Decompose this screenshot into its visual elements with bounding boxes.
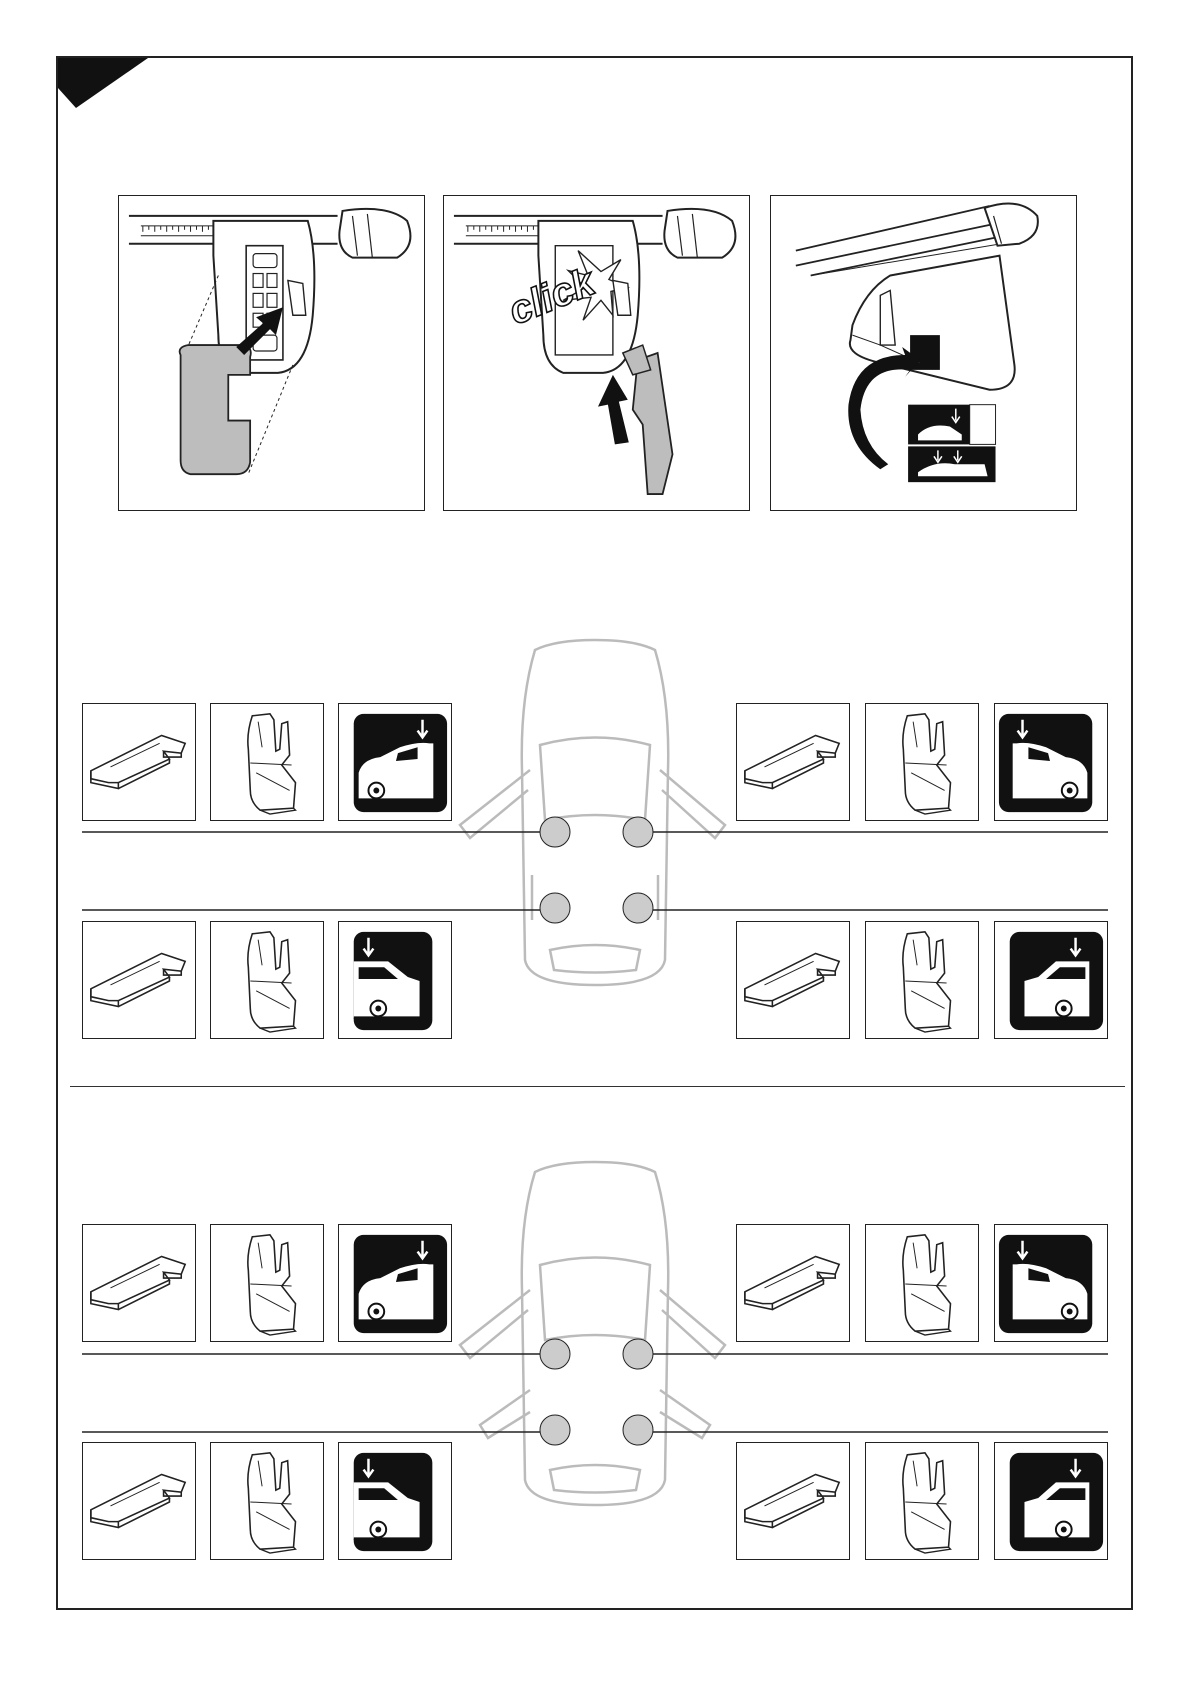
bracket-icon	[865, 1224, 979, 1342]
car-position-icon	[994, 1442, 1108, 1560]
bracket-icon	[210, 703, 324, 821]
step-panel-click-bracket: click	[443, 195, 750, 511]
step-panel-attach-pad	[118, 195, 425, 511]
rubber-pad-icon	[82, 1224, 196, 1342]
rubber-pad-icon	[736, 1442, 850, 1560]
rubber-pad-icon	[82, 1442, 196, 1560]
bracket-icon	[865, 921, 979, 1039]
car-position-icon	[338, 1442, 452, 1560]
car-position-icon	[338, 703, 452, 821]
rubber-pad-icon	[736, 1224, 850, 1342]
rubber-pad-icon	[82, 921, 196, 1039]
bracket-icon	[865, 1442, 979, 1560]
corner-tab-marker	[58, 58, 148, 108]
rubber-pad-icon	[736, 703, 850, 821]
step-panel-fit-foot	[770, 195, 1077, 511]
car-position-icon	[338, 921, 452, 1039]
car-position-icon	[994, 703, 1108, 821]
bracket-icon	[865, 703, 979, 821]
rubber-pad-icon	[82, 703, 196, 821]
bracket-icon	[210, 921, 324, 1039]
car-position-icon	[994, 1224, 1108, 1342]
rubber-pad-icon	[736, 921, 850, 1039]
bracket-icon	[210, 1442, 324, 1560]
section-divider	[70, 1086, 1125, 1087]
car-position-icon	[994, 921, 1108, 1039]
bracket-icon	[210, 1224, 324, 1342]
car-position-icon	[338, 1224, 452, 1342]
